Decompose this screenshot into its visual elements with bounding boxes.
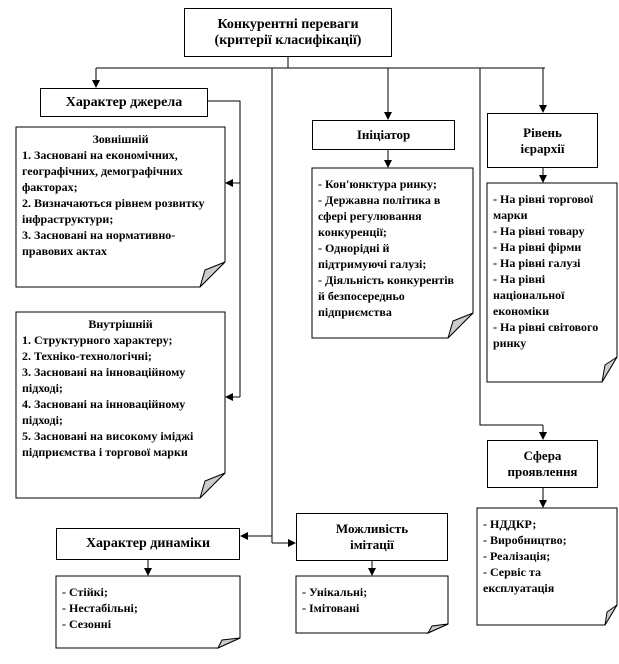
list-item: 5. Засновані на високому іміджі підприєм… bbox=[22, 429, 194, 459]
list-item: 3. Засновані на інноваційному підході; bbox=[22, 365, 186, 395]
list-item: - Державна політика в сфері регулювання … bbox=[318, 193, 441, 239]
list-item: - НДДКР; bbox=[483, 517, 537, 531]
list-item: - Діяльність конкурентів й безпосередньо… bbox=[318, 273, 455, 319]
list-item: 1. Засновані на економічних, географічни… bbox=[22, 148, 183, 194]
dynamics-box: Характер динаміки bbox=[56, 528, 240, 560]
imitation-title-line2: імітації bbox=[350, 537, 394, 552]
list-item: - На рівні національної економіки bbox=[493, 272, 565, 318]
dynamics-doc: - Стійкі; - Нестабільні; - Сезонні bbox=[56, 580, 240, 636]
list-item: - Реалізація; bbox=[483, 549, 551, 563]
list-item: - На рівні світового ринку bbox=[493, 320, 599, 350]
list-item: - Сезонні bbox=[62, 617, 112, 631]
initiator-box: Ініціатор bbox=[312, 120, 455, 150]
internal-title: Внутрішній bbox=[88, 317, 153, 331]
hierarchy-title-line1: Рівень bbox=[523, 124, 562, 140]
list-item: - Імітовані bbox=[302, 601, 360, 615]
hierarchy-box: Рівень ієрархії bbox=[487, 113, 598, 168]
initiator-title: Ініціатор bbox=[356, 127, 411, 142]
source-title: Характер джерела bbox=[65, 94, 183, 110]
list-item: 4. Засновані на інноваційному підході; bbox=[22, 397, 186, 427]
list-item: 1. Структурного характеру; bbox=[22, 333, 173, 347]
list-item: - Унікальні; bbox=[302, 585, 368, 599]
list-item: 2. Визначаються рівнем розвитку інфрастр… bbox=[22, 196, 205, 226]
sphere-box: Сфера проявлення bbox=[487, 440, 598, 488]
hierarchy-doc: - На рівні торгової марки - На рівні тов… bbox=[487, 187, 615, 355]
list-item: 3. Засновані на нормативно-правових акта… bbox=[22, 228, 176, 258]
sphere-doc: - НДДКР; - Виробництво; - Реалізація; - … bbox=[477, 512, 615, 600]
list-item: - Виробництво; bbox=[483, 533, 567, 547]
list-item: - Однорідні й підтримуючі галузі; bbox=[318, 241, 427, 271]
list-item: - Нестабільні; bbox=[62, 601, 138, 615]
list-item: - Кон'юнктура ринку; bbox=[318, 177, 437, 191]
hierarchy-title-line2: ієрархії bbox=[520, 140, 565, 156]
list-item: - На рівні галузі bbox=[493, 256, 581, 270]
list-item: - На рівні фірми bbox=[493, 240, 582, 254]
imitation-doc: - Унікальні; - Імітовані bbox=[296, 580, 448, 620]
source-box: Характер джерела bbox=[40, 88, 208, 117]
external-title: Зовнішній bbox=[92, 132, 149, 146]
list-item: - На рівні торгової марки bbox=[493, 192, 594, 222]
root-title-line1: Конкурентні переваги bbox=[217, 16, 359, 32]
initiator-doc: - Кон'юнктура ринку; - Державна політика… bbox=[312, 172, 462, 324]
sphere-title-line1: Сфера bbox=[523, 448, 562, 463]
root-box: Конкурентні переваги (критерії класифіка… bbox=[184, 8, 392, 57]
sphere-title-line2: проявлення bbox=[507, 464, 578, 479]
external-doc: Зовнішній 1. Засновані на економічних, г… bbox=[16, 127, 225, 263]
list-item: 2. Техніко-технологічні; bbox=[22, 349, 152, 363]
root-title-line2: (критерії класифікації) bbox=[214, 32, 362, 48]
list-item: - На рівні товару bbox=[493, 224, 585, 238]
imitation-title-line1: Можливість bbox=[335, 521, 409, 536]
list-item: - Сервіс та експлуатація bbox=[483, 565, 555, 595]
doc-shapes bbox=[15, 126, 618, 650]
imitation-box: Можливість імітації bbox=[296, 513, 448, 561]
list-item: - Стійкі; bbox=[62, 585, 108, 599]
dynamics-title: Характер динаміки bbox=[85, 536, 211, 551]
internal-doc: Внутрішній 1. Структурного характеру; 2.… bbox=[16, 312, 225, 464]
